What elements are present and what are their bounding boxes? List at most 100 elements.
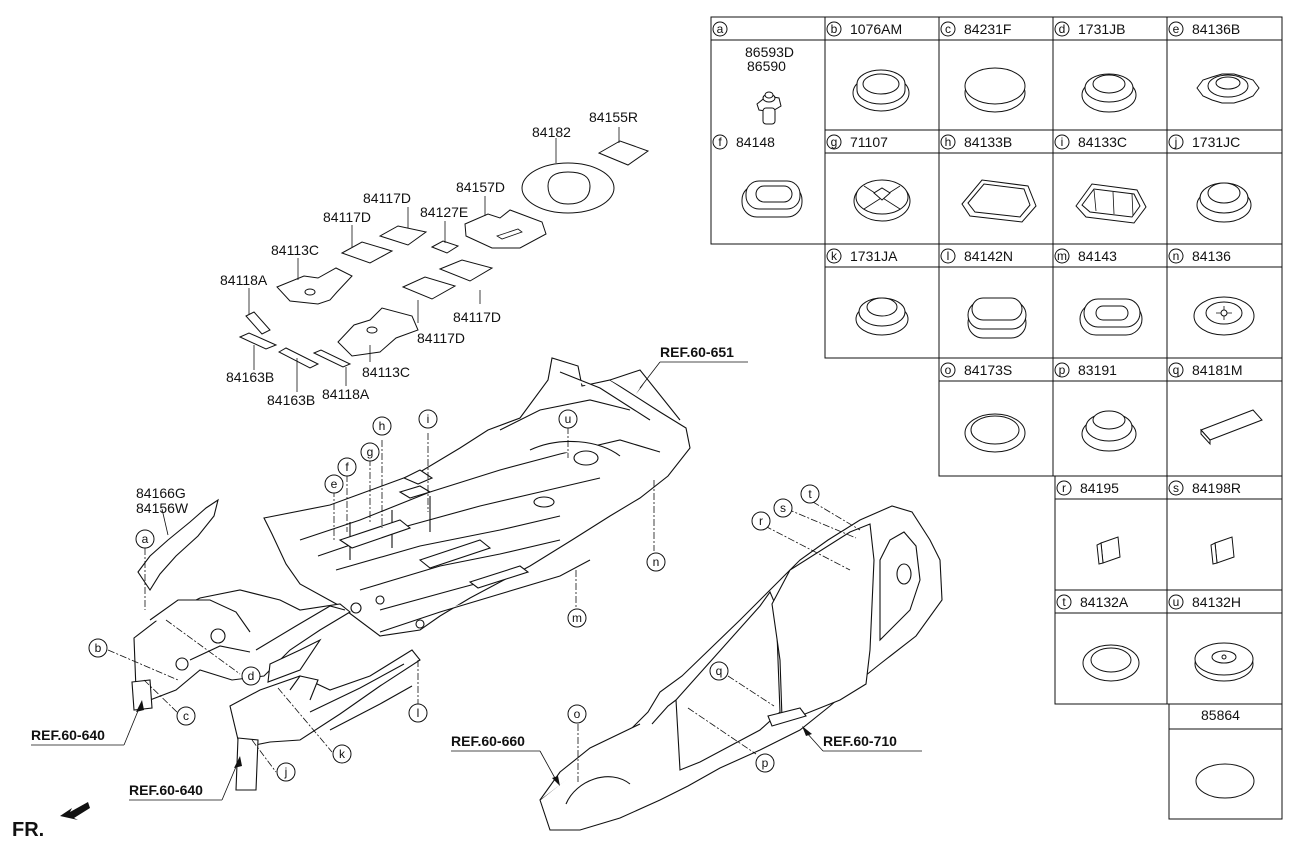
callout-circle-e xyxy=(324,474,344,494)
label-84166g: 84166G xyxy=(136,485,186,501)
label-84113c-top: 84113C xyxy=(271,242,319,258)
front-arrow-icon xyxy=(60,802,90,820)
header-letter-m: m xyxy=(1057,249,1067,263)
callout-circle-n xyxy=(646,552,666,572)
header-part-number-c: 84231F xyxy=(964,21,1011,37)
pad-84117d-3 xyxy=(438,259,494,282)
header-letter-e: e xyxy=(1173,22,1180,36)
plug-c-icon xyxy=(964,67,1026,113)
callout-circle-m xyxy=(567,608,587,628)
callout-circle-q xyxy=(709,661,729,681)
pad-84127e xyxy=(430,240,460,254)
reference-labels: REF.60-651 REF.60-640 REF.60-640 REF.60-… xyxy=(31,344,922,801)
label-84156w: 84156W xyxy=(136,500,189,516)
pad-84113c-2 xyxy=(337,307,419,357)
header-letter-b: b xyxy=(831,22,838,36)
header-letter-d: d xyxy=(1059,22,1066,36)
pad-84117d-2 xyxy=(340,241,394,264)
insulation-pads xyxy=(238,140,650,369)
callout-letter-g: g xyxy=(367,445,374,459)
plug-p-icon xyxy=(1081,410,1137,452)
header-circle-u xyxy=(1168,594,1184,610)
part-icons xyxy=(741,67,1263,799)
plug-85864-icon xyxy=(1195,763,1255,799)
pad-84113c-1 xyxy=(276,267,353,305)
header-circle-l xyxy=(940,248,956,264)
callout-circle-h xyxy=(372,416,392,436)
header-letter-g: g xyxy=(831,135,838,149)
side-body-panel xyxy=(539,505,943,831)
label-84155r: 84155R xyxy=(589,109,638,125)
callout-circle-t xyxy=(800,484,820,504)
plug-m-icon xyxy=(1079,298,1143,336)
pad-s-icon xyxy=(1210,536,1235,565)
header-letter-c: c xyxy=(945,22,951,36)
callout-letter-h: h xyxy=(379,419,386,433)
header-letter-u: u xyxy=(1173,595,1180,609)
callout-circle-s xyxy=(773,498,793,518)
header-circle-b xyxy=(826,21,842,37)
callout-letter-l: l xyxy=(417,706,420,720)
header-letter-l: l xyxy=(947,249,950,263)
callout-letter-d: d xyxy=(248,669,255,683)
plug-t-icon xyxy=(1082,644,1140,682)
header-part-number-d: 1731JB xyxy=(1078,21,1125,37)
plug-d-icon xyxy=(1081,73,1137,113)
pad-84118a-1 xyxy=(245,311,271,335)
callout-letter-b: b xyxy=(95,641,102,655)
pad-84163b-1 xyxy=(238,332,278,350)
callout-letter-e: e xyxy=(331,477,338,491)
callout-letter-k: k xyxy=(339,747,346,761)
header-part-number-e: 84136B xyxy=(1192,21,1240,37)
label-84157d-top: 84157D xyxy=(456,179,505,195)
front-direction-label: FR. xyxy=(12,819,44,841)
header-circle-f xyxy=(712,134,728,150)
plug-i-icon xyxy=(1075,183,1147,224)
header-part-number-f: 84148 xyxy=(736,134,775,150)
plug-h-icon xyxy=(961,179,1037,223)
callout-letter-a: a xyxy=(142,532,149,546)
plug-o-icon xyxy=(964,413,1026,453)
header-letter-n: n xyxy=(1173,249,1180,263)
header-letter-o: o xyxy=(945,363,952,377)
header-circle-j xyxy=(1168,134,1184,150)
callout-circle-u xyxy=(558,409,578,429)
pad-84157d xyxy=(464,209,547,249)
callout-letter-f: f xyxy=(345,460,349,474)
header-circle-n xyxy=(1168,248,1184,264)
header-part-number-l: 84142N xyxy=(964,248,1013,264)
callout-circle-a xyxy=(135,529,155,549)
header-circle-r xyxy=(1056,480,1072,496)
pad-84163b-2 xyxy=(277,347,320,369)
clip-bolt-icon xyxy=(756,91,782,125)
header-letter-i: i xyxy=(1061,135,1064,149)
header-part-number-m: 84143 xyxy=(1078,248,1117,264)
ref-60-710: REF.60-710 xyxy=(823,733,897,749)
header-part-number-p: 83191 xyxy=(1078,362,1117,378)
callout-letter-n: n xyxy=(653,555,660,569)
callout-circle-p xyxy=(755,753,775,773)
callout-circle-j xyxy=(276,762,296,782)
header-part-number-t: 84132A xyxy=(1080,594,1129,610)
header-part-number-s: 84198R xyxy=(1192,480,1241,496)
label-84113c-bottom: 84113C xyxy=(362,364,410,380)
callout-circle-b xyxy=(88,638,108,658)
plug-l-icon xyxy=(967,297,1027,339)
label-84117d-top: 84117D xyxy=(363,190,411,206)
panel-a-part-1: 86593D xyxy=(745,44,794,60)
plug-b-icon xyxy=(852,69,910,112)
pad-r-icon xyxy=(1096,536,1121,565)
floor-pan xyxy=(263,357,691,637)
plug-g-icon xyxy=(853,179,911,222)
panel-a-part-2: 86590 xyxy=(747,58,786,74)
header-letter-a: a xyxy=(717,22,724,36)
callout-letter-o: o xyxy=(574,707,581,721)
plug-e-icon xyxy=(1196,73,1260,104)
callout-letter-u: u xyxy=(565,412,572,426)
pad-84117d-1 xyxy=(378,225,428,246)
callout-circle-o xyxy=(567,704,587,724)
callout-circle-g xyxy=(360,442,380,462)
ref-60-640-upper: REF.60-640 xyxy=(31,727,105,743)
header-part-number-q: 84181M xyxy=(1192,362,1243,378)
